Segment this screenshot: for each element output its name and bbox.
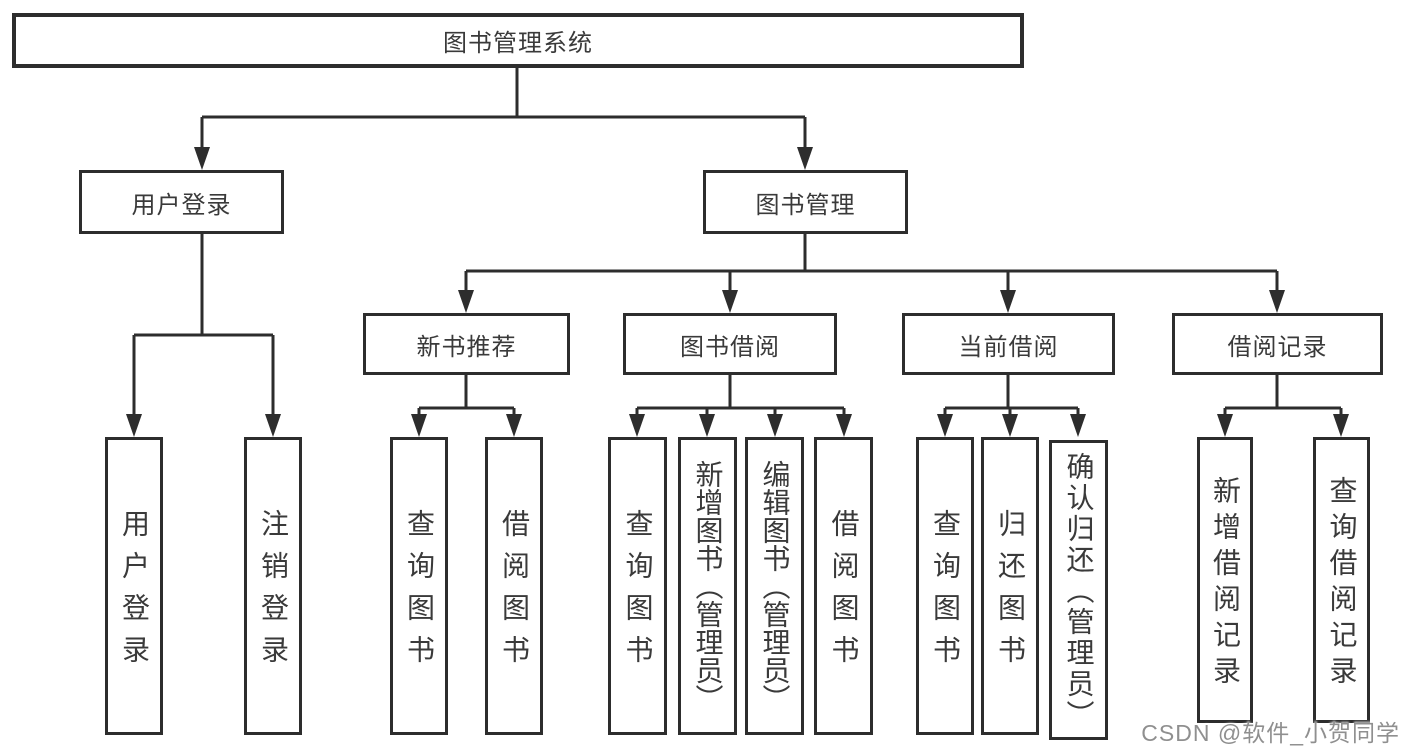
- leaf-borrow-query-label: 查询图书: [622, 509, 654, 677]
- leaf-current-query-label: 查询图书: [930, 509, 961, 677]
- node-book-borrow: 图书借阅: [623, 313, 837, 375]
- node-book-borrow-label: 图书借阅: [680, 333, 780, 361]
- node-root-label: 图书管理系统: [443, 30, 593, 57]
- leaf-logout: 注销登录: [244, 437, 302, 735]
- leaf-records-add-label: 新增借阅记录: [1210, 476, 1241, 692]
- leaf-records-query-label: 查询借阅记录: [1326, 476, 1358, 692]
- leaf-borrow-edit-admin: 编辑图书（管理员）: [745, 437, 804, 735]
- csdn-watermark: CSDN @软件_小贺同学: [1141, 720, 1400, 746]
- leaf-logout-label: 注销登录: [258, 509, 289, 677]
- node-borrow-records: 借阅记录: [1172, 313, 1383, 375]
- leaf-borrow-add-admin-label: 新增图书（管理员）: [692, 460, 724, 712]
- node-user-login-label: 用户登录: [131, 191, 232, 219]
- leaf-records-query: 查询借阅记录: [1313, 437, 1370, 723]
- node-borrow-records-label: 借阅记录: [1227, 333, 1328, 361]
- leaf-borrow-borrow-label: 借阅图书: [828, 509, 860, 677]
- node-new-book-recommend: 新书推荐: [363, 313, 570, 375]
- leaf-user-login-label: 用户登录: [119, 509, 150, 677]
- leaf-borrow-add-admin: 新增图书（管理员）: [678, 437, 737, 735]
- leaf-current-return: 归还图书: [981, 437, 1039, 735]
- leaf-current-query: 查询图书: [916, 437, 974, 735]
- node-current-borrow: 当前借阅: [902, 313, 1115, 375]
- leaf-borrow-borrow: 借阅图书: [814, 437, 873, 735]
- leaf-newbook-borrow-label: 借阅图书: [499, 509, 530, 677]
- leaf-borrow-query: 查询图书: [608, 437, 667, 735]
- node-user-login: 用户登录: [79, 170, 284, 234]
- node-book-management-label: 图书管理: [755, 191, 856, 219]
- leaf-records-add: 新增借阅记录: [1197, 437, 1253, 723]
- node-current-borrow-label: 当前借阅: [958, 333, 1059, 361]
- node-root: 图书管理系统: [12, 13, 1024, 68]
- node-book-management: 图书管理: [703, 170, 908, 234]
- leaf-current-confirm-admin: 确认归还（管理员）: [1049, 440, 1108, 740]
- leaf-newbook-borrow: 借阅图书: [485, 437, 543, 735]
- leaf-borrow-edit-admin-label: 编辑图书（管理员）: [759, 460, 791, 712]
- leaf-newbook-query: 查询图书: [390, 437, 448, 735]
- node-new-book-recommend-label: 新书推荐: [416, 333, 517, 361]
- leaf-newbook-query-label: 查询图书: [404, 509, 435, 677]
- leaf-current-confirm-admin-label: 确认归还（管理员）: [1063, 452, 1095, 731]
- leaf-user-login: 用户登录: [105, 437, 163, 735]
- leaf-current-return-label: 归还图书: [995, 509, 1026, 677]
